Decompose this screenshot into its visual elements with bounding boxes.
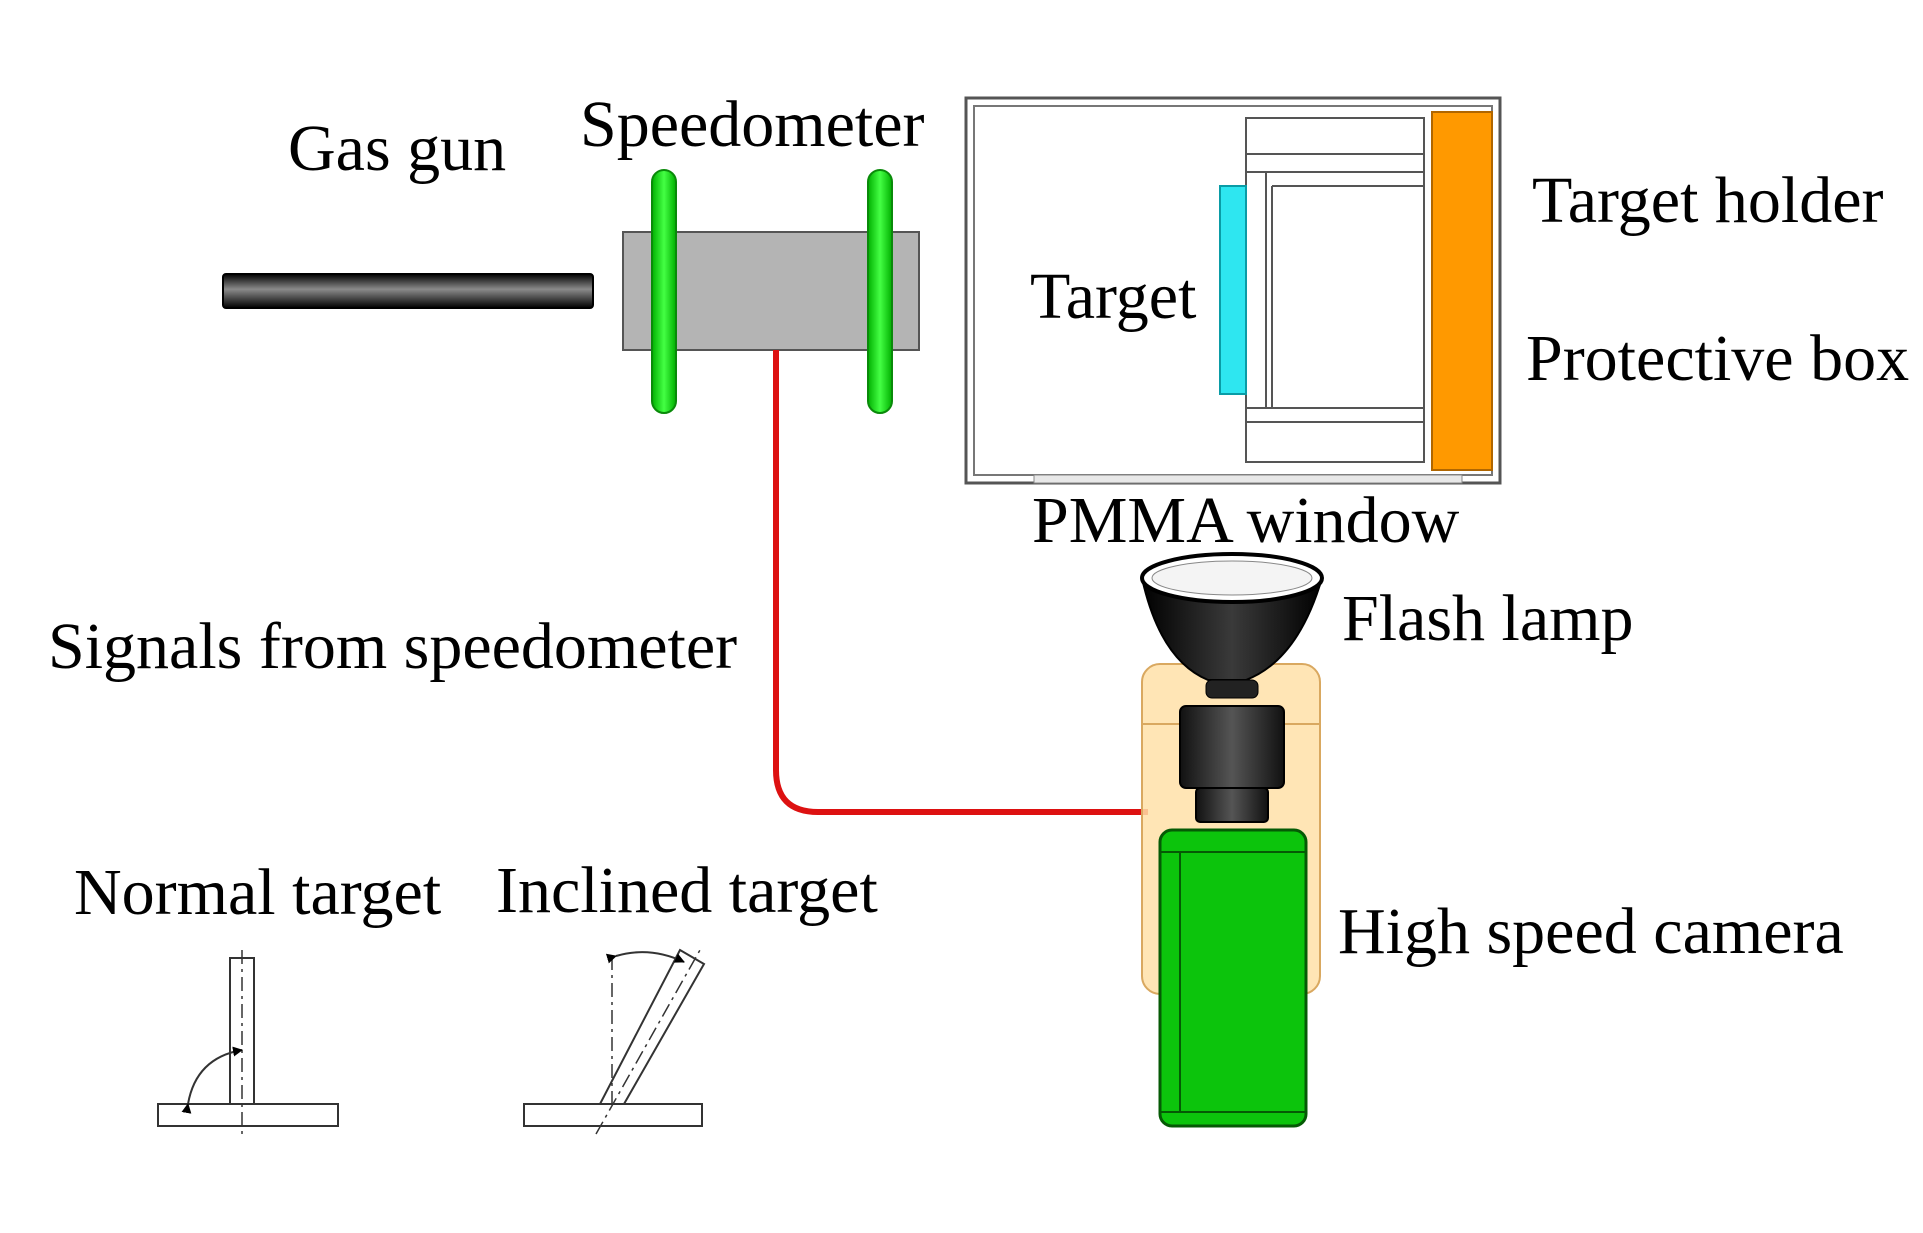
inclined-target-label: Inclined target	[496, 854, 878, 927]
target	[1219, 185, 1247, 395]
signal-cable	[773, 350, 1148, 815]
speedometer-ring-right	[867, 169, 893, 414]
camera-lens-upper	[1179, 705, 1285, 789]
camera-lens-lower	[1195, 787, 1269, 823]
flash-lamp	[1140, 552, 1324, 699]
target-label: Target	[1030, 260, 1196, 333]
high-speed-camera	[1158, 705, 1308, 1128]
protective-box	[964, 96, 1502, 485]
camera-body	[1158, 828, 1308, 1128]
target-holder-frame	[1245, 117, 1425, 463]
high-speed-camera-label: High speed camera	[1338, 895, 1844, 968]
normal-target-label: Normal target	[74, 856, 441, 929]
inclined-target-sketch	[523, 948, 706, 1135]
signals-label: Signals from speedometer	[48, 610, 737, 683]
normal-target-sketch	[157, 950, 339, 1134]
speedometer-ring-left	[651, 169, 677, 414]
gas-gun-label: Gas gun	[288, 112, 506, 185]
target-holder-plate	[1431, 111, 1493, 471]
protective-box-label: Protective box	[1526, 322, 1909, 395]
gas-gun-barrel	[222, 273, 594, 309]
pmma-window	[1033, 474, 1463, 484]
pmma-window-label: PMMA window	[1032, 484, 1460, 557]
target-holder-label: Target holder	[1532, 164, 1884, 237]
speedometer-label: Speedometer	[580, 88, 925, 161]
flash-lamp-label: Flash lamp	[1342, 582, 1634, 655]
